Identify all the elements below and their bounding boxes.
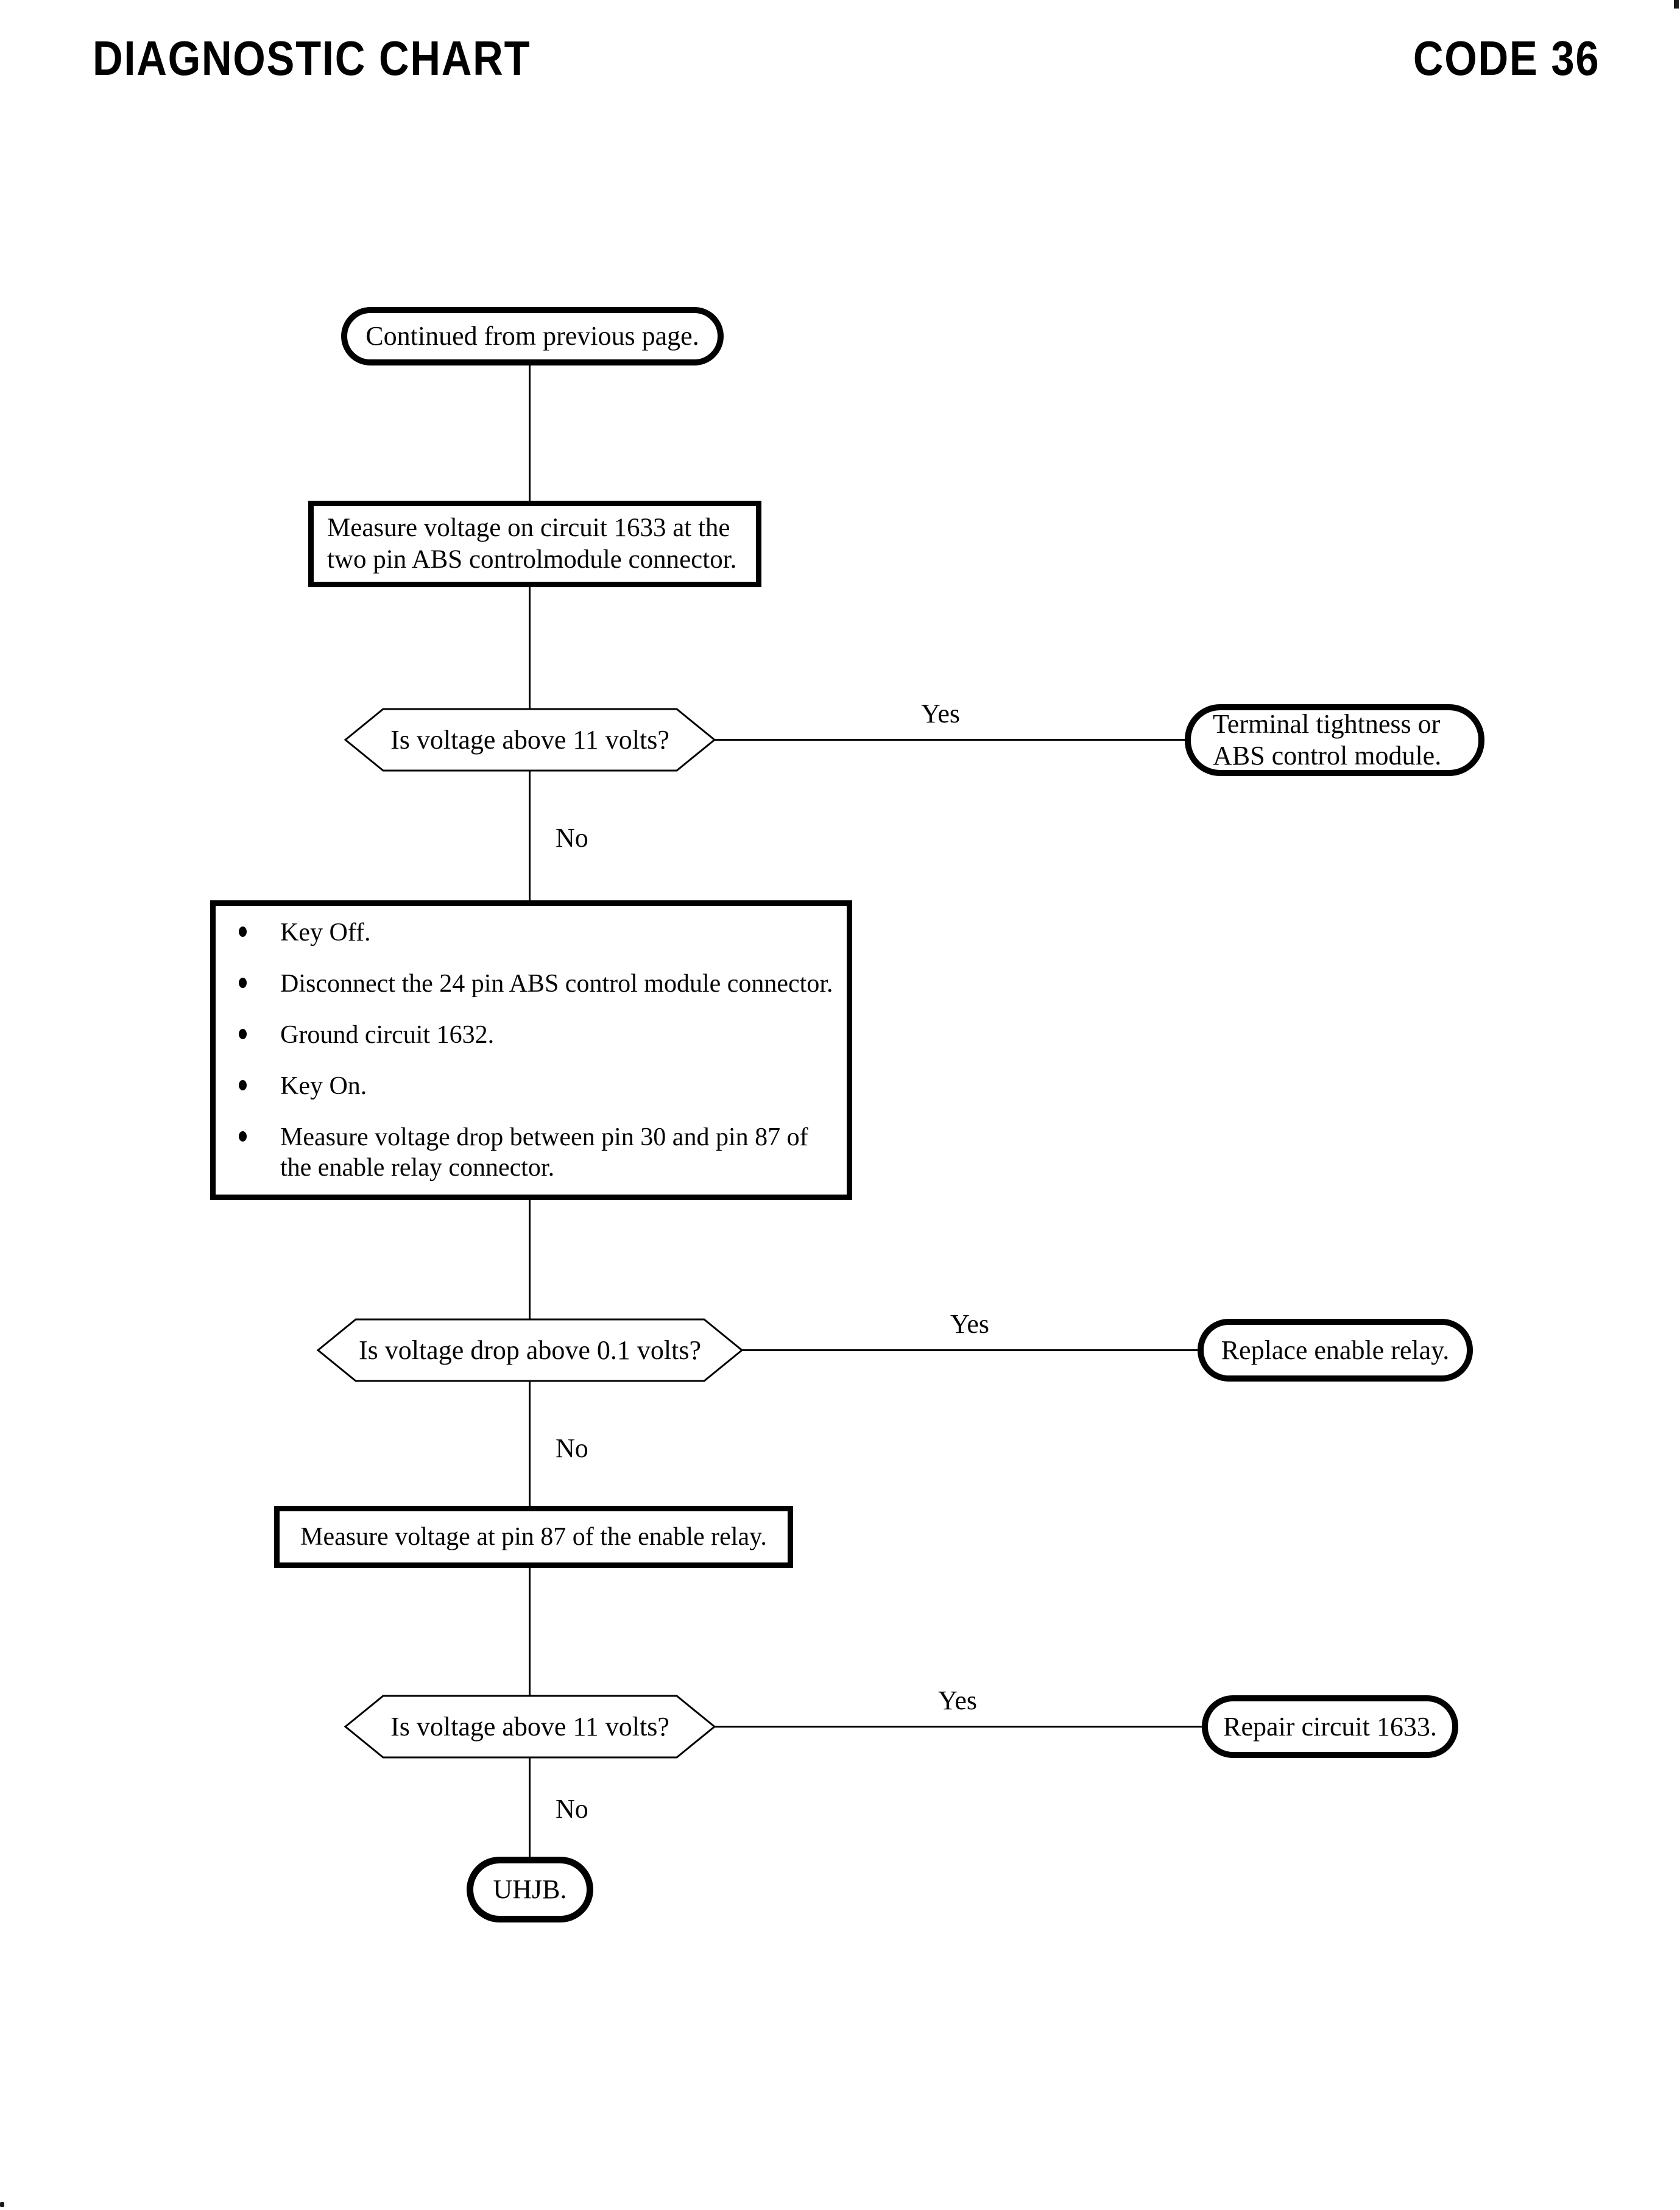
page-code: CODE 36 [1413, 31, 1600, 85]
checklist-item: Key On. [239, 1071, 828, 1101]
checklist-item: Ground circuit 1632. [239, 1020, 828, 1050]
connector-yes-1 [715, 739, 1187, 741]
terminal-replace-relay-text: Replace enable relay. [1221, 1335, 1450, 1365]
checklist-item-text: Disconnect the 24 pin ABS control module… [280, 970, 833, 998]
terminal-replace-relay: Replace enable relay. [1198, 1319, 1473, 1382]
scan-artifact [1674, 0, 1679, 9]
decision-voltage-above-11v-1-text: Is voltage above 11 volts? [390, 725, 669, 755]
bullet-icon [239, 1080, 247, 1090]
terminal-result-tightness-line2: ABS control module. [1213, 741, 1442, 771]
bullet-icon [239, 1029, 247, 1039]
decision-voltage-drop: Is voltage drop above 0.1 volts? [316, 1318, 744, 1382]
connector-checklist-to-decision2 [529, 1199, 531, 1321]
process-measure-circuit-1633-line2: two pin ABS controlmodule connector. [327, 545, 737, 574]
checklist-item: Key Off. [239, 917, 828, 948]
start-terminal: Continued from previous page. [341, 307, 724, 365]
bullet-icon [239, 978, 247, 988]
checklist-item-text: Measure voltage drop between pin 30 and … [280, 1123, 808, 1182]
end-terminal-uhjb-text: UHJB. [493, 1874, 567, 1904]
edge-label-no-3: No [556, 1794, 588, 1824]
bullet-icon [239, 927, 247, 937]
page-title: DIAGNOSTIC CHART [93, 31, 531, 85]
edge-label-no-1: No [556, 823, 588, 853]
connector-no-2 [529, 1381, 531, 1508]
process-measure-circuit-1633: Measure voltage on circuit 1633 at the t… [308, 501, 761, 587]
end-terminal-uhjb: UHJB. [467, 1857, 593, 1922]
decision-voltage-above-11v-2: Is voltage above 11 volts? [344, 1695, 716, 1759]
terminal-result-tightness-line1: Terminal tightness or [1213, 709, 1441, 739]
process-measure-pin-87: Measure voltage at pin 87 of the enable … [274, 1506, 793, 1568]
checklist: Key Off. Disconnect the 24 pin ABS contr… [216, 906, 847, 1194]
checklist-item-text: Ground circuit 1632. [280, 1021, 495, 1049]
connector-start-to-measure [529, 364, 531, 503]
edge-label-no-2: No [556, 1433, 588, 1463]
connector-pin87-to-decision3 [529, 1566, 531, 1696]
terminal-repair-circuit-text: Repair circuit 1633. [1223, 1711, 1437, 1742]
bullet-icon [239, 1131, 247, 1142]
decision-voltage-drop-text: Is voltage drop above 0.1 volts? [358, 1335, 702, 1365]
process-measure-pin-87-text: Measure voltage at pin 87 of the enable … [300, 1523, 767, 1551]
start-terminal-text: Continued from previous page. [365, 321, 699, 351]
connector-yes-3 [715, 1726, 1203, 1728]
terminal-result-tightness: Terminal tightness or ABS control module… [1185, 704, 1484, 776]
connector-no-3 [529, 1757, 531, 1859]
edge-label-yes-1: Yes [921, 699, 961, 729]
checklist-item-text: Key Off. [280, 919, 371, 947]
edge-label-yes-3: Yes [938, 1686, 978, 1715]
connector-no-1 [529, 771, 531, 902]
decision-voltage-above-11v-1: Is voltage above 11 volts? [344, 708, 716, 772]
decision-voltage-above-11v-2-text: Is voltage above 11 volts? [390, 1712, 669, 1742]
checklist-item-text: Key On. [280, 1072, 367, 1100]
edge-label-yes-2: Yes [950, 1309, 990, 1339]
process-measure-circuit-1633-line1: Measure voltage on circuit 1633 at the [327, 514, 730, 542]
process-checklist: Key Off. Disconnect the 24 pin ABS contr… [210, 900, 852, 1200]
connector-measure-to-decision1 [529, 586, 531, 710]
terminal-repair-circuit: Repair circuit 1633. [1202, 1695, 1458, 1758]
checklist-item: Measure voltage drop between pin 30 and … [239, 1122, 828, 1183]
checklist-item: Disconnect the 24 pin ABS control module… [239, 969, 833, 999]
connector-yes-2 [742, 1349, 1199, 1351]
scan-artifact [0, 2202, 4, 2207]
